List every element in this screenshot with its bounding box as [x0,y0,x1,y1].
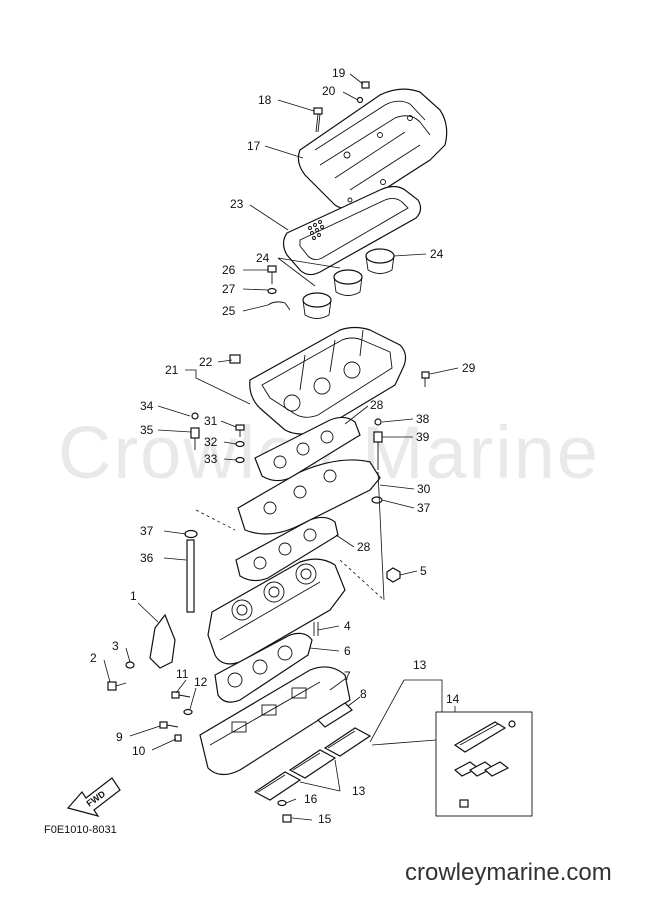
washer-16-part [277,799,287,807]
intake-ring-middle [333,269,363,296]
gasket-28-lower-part [235,516,339,582]
bolt-18-part [313,107,323,133]
callout-21: 21 [165,363,179,377]
callout-8: 8 [360,687,367,701]
callout-20: 20 [322,84,336,98]
stud-4-part [313,622,319,636]
callout-27: 27 [222,282,236,296]
bolt-29-part [421,371,430,387]
bolt-31-part [235,424,245,437]
callout-19: 19 [332,66,346,80]
bolt-26-part [267,265,277,284]
leader-13-to-box [369,679,405,743]
callout-14: 14 [446,692,460,706]
connector-dashed-3 [377,471,385,601]
screw-9-part [159,721,179,729]
callout-4: 4 [344,619,351,633]
leader-lines [103,73,459,821]
callout-37-right: 37 [417,501,431,515]
callout-6: 6 [344,644,351,658]
callout-15: 15 [318,812,332,826]
washer-3-part [125,661,135,669]
grommet-20-part [356,96,364,104]
nut-5-part [386,567,401,583]
clip-25-part [267,301,291,311]
callout-18: 18 [258,93,272,107]
washer-12-part [183,708,193,716]
callout-2: 2 [90,651,97,665]
washer-33-part [235,456,245,464]
site-watermark: crowleymarine.com [405,859,612,886]
nut-37-right-part [371,496,383,504]
top-cover-part [297,88,448,210]
callout-13-bottom: 13 [352,784,366,798]
intake-manifold-7-part [199,666,351,776]
callout-35: 35 [140,423,154,437]
air-box-21-part [249,326,407,435]
callout-23: 23 [230,197,244,211]
bolt-2-part [107,681,127,691]
callout-30: 30 [417,482,431,496]
callout-31: 31 [204,414,218,428]
callout-26: 26 [222,263,236,277]
callout-25: 25 [222,304,236,318]
washer-19-part [361,81,370,89]
callout-38: 38 [416,412,430,426]
screw-15-part [282,814,292,823]
callout-29: 29 [462,361,476,375]
cap-37-left-part [184,529,198,539]
connector-dashed-1 [195,509,236,531]
forward-arrow-icon: FWD [66,777,121,817]
callout-39: 39 [416,430,430,444]
bracket-30-part [237,459,381,535]
gasket-23-part [282,185,422,276]
intake-ring-left [302,292,332,319]
callout-5: 5 [420,564,427,578]
bracket-1-part [149,613,176,669]
reed-valve-8-part [317,702,353,728]
reed-valve-block-part [253,727,372,801]
callout-12: 12 [194,675,208,689]
stud-34-35-part [190,412,200,450]
gasket-6-part [214,632,313,703]
callout-34: 34 [140,399,154,413]
callout-numbers: 19 20 18 17 23 24 24 26 27 25 22 21 29 3… [90,66,476,826]
detail-inset-box [435,711,533,817]
callout-13-top: 13 [413,658,427,672]
callout-33: 33 [204,452,218,466]
leader-inset-arrow [371,739,437,746]
screw-10-part [174,734,182,742]
washer-32-part [235,440,245,448]
gasket-hole-pattern [308,220,324,240]
connector-dashed-2 [339,559,385,601]
callout-9: 9 [116,730,123,744]
intake-ring-right [365,248,395,274]
callout-24-right: 24 [430,247,444,261]
washer-27-part [267,287,277,295]
callout-37-left: 37 [140,524,154,538]
diagram-reference-code: F0E1010-8031 [44,824,117,836]
leader-13-bracket [404,679,443,712]
callout-1: 1 [130,589,137,603]
callout-7: 7 [344,669,351,683]
callout-28-upper: 28 [370,398,384,412]
callout-36: 36 [140,551,154,565]
carburetor-assembly-part [207,558,346,665]
gasket-28-upper-part [254,416,361,482]
callout-11: 11 [176,667,189,681]
callout-3: 3 [112,639,119,653]
callout-32: 32 [204,435,218,449]
screw-11-part [171,691,191,699]
callout-28-lower: 28 [357,540,371,554]
callout-24-left: 24 [256,251,270,265]
callout-17: 17 [247,139,261,153]
callout-16: 16 [304,792,318,806]
rod-36-part [186,539,195,613]
callout-22: 22 [199,355,213,369]
callout-10: 10 [132,744,146,758]
fitting-22-part [229,354,241,364]
